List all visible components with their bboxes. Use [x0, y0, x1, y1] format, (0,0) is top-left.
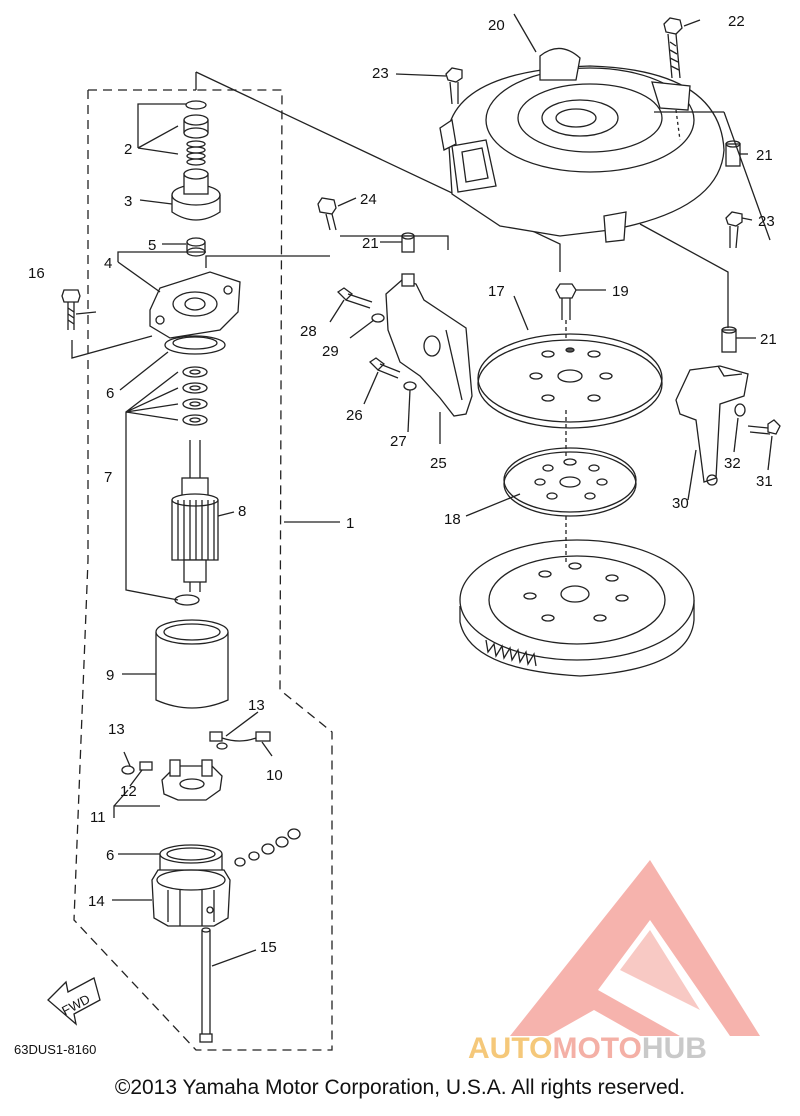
callout-label: 21 [756, 147, 773, 164]
callout-label: 16 [28, 265, 45, 282]
callout-label: 31 [756, 473, 773, 490]
brush-holder-part [161, 759, 223, 801]
flywheel-part [459, 539, 695, 677]
washer-part [371, 313, 385, 323]
end-cover-bracket-part [149, 271, 241, 339]
callout-label: 7 [104, 469, 112, 486]
callout-label: 6 [106, 847, 114, 864]
washer-part [734, 403, 746, 417]
armature-part [171, 440, 219, 592]
brush-part [139, 761, 153, 771]
watermark-part: MOTO [552, 1032, 642, 1065]
watermark-text: AUTOMOTOHUB [468, 1032, 707, 1066]
callout-label: 13 [248, 697, 265, 714]
callout-label: 18 [444, 511, 461, 528]
seal-part [164, 335, 226, 355]
callout-label: 25 [430, 455, 447, 472]
callout-label: 10 [266, 767, 283, 784]
collar-part [721, 326, 737, 353]
callout-label: 8 [238, 503, 246, 520]
lower-bracket-part [151, 869, 231, 927]
bolt-part [445, 67, 463, 105]
callout-label: 12 [120, 783, 137, 800]
pinion-gear-part [171, 168, 221, 221]
lower-seal-part [159, 844, 223, 870]
rotor-plate-part [477, 333, 663, 429]
callout-label: 20 [488, 17, 505, 34]
callout-label: 17 [488, 283, 505, 300]
ring-part [185, 100, 207, 110]
callout-label: 23 [758, 213, 775, 230]
bolt-part [555, 283, 577, 320]
bolt-part [663, 17, 683, 79]
spring-part [186, 140, 206, 166]
callout-label: 32 [724, 455, 741, 472]
bushing-part [186, 237, 206, 257]
terminal-nuts-part [234, 828, 301, 867]
callout-label: 23 [372, 65, 389, 82]
yoke-part [155, 619, 229, 709]
flywheel-cover-part [439, 47, 725, 243]
through-bolt-part [199, 927, 213, 1043]
automotohub-logo-icon [510, 860, 760, 1036]
bolt-part [368, 357, 401, 379]
armature-washer-part [174, 594, 200, 606]
nut-part [121, 765, 135, 775]
watermark-part: HUB [641, 1032, 707, 1065]
collar-part [401, 232, 415, 253]
callout-label: 15 [260, 939, 277, 956]
callout-label: 5 [148, 237, 156, 254]
part-code: 63DUS1-8160 [14, 1042, 96, 1057]
pulser-bracket-part [675, 365, 749, 486]
callout-label: 30 [672, 495, 689, 512]
bolt-part [725, 211, 743, 249]
bolt-part [336, 287, 373, 309]
callout-label: 21 [362, 235, 379, 252]
brush-lead-part [209, 731, 271, 750]
callout-label: 29 [322, 343, 339, 360]
callout-label: 2 [124, 141, 132, 158]
collar-part [183, 114, 209, 139]
assembly-boundary [73, 89, 333, 1051]
copyright-footer: ©2013 Yamaha Motor Corporation, U.S.A. A… [114, 1076, 686, 1099]
callout-label: 6 [106, 385, 114, 402]
callout-label: 1 [346, 515, 354, 532]
callout-label: 4 [104, 255, 112, 272]
rotor-washer-plate-part [503, 447, 637, 517]
washer-stack-part [182, 366, 208, 426]
callout-label: 21 [760, 331, 777, 348]
coil-bracket-part [385, 273, 473, 417]
callout-label: 22 [728, 13, 745, 30]
bolt-part [747, 419, 781, 435]
bolt-part [61, 289, 81, 330]
washer-part [403, 381, 417, 391]
callout-label: 28 [300, 323, 317, 340]
callout-label: 3 [124, 193, 132, 210]
callout-label: 14 [88, 893, 105, 910]
callout-label: 19 [612, 283, 629, 300]
fwd-arrow-icon [47, 977, 101, 1026]
callout-label: 11 [90, 809, 106, 826]
callout-label: 13 [108, 721, 125, 738]
collar-part [725, 140, 741, 167]
callout-label: 27 [390, 433, 407, 450]
bolt-part [317, 197, 337, 231]
watermark-part: AUTO [468, 1032, 553, 1065]
callout-label: 26 [346, 407, 363, 424]
callout-label: 24 [360, 191, 377, 208]
callout-label: 9 [106, 667, 114, 684]
